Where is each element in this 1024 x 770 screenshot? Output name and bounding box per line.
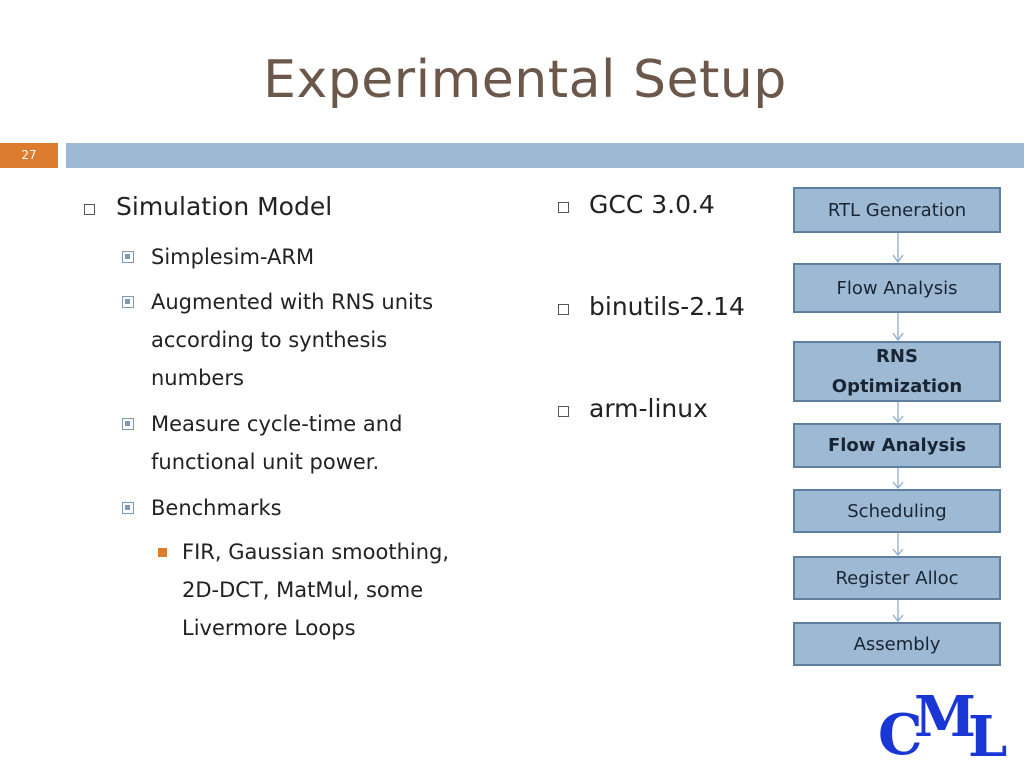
bullet-text: binutils-2.14	[589, 292, 745, 321]
down-arrow-icon	[892, 233, 904, 263]
header-band: 27	[0, 143, 1024, 168]
orange-square-bullet-icon	[158, 548, 167, 557]
bullet-text: arm-linux	[589, 394, 708, 423]
hollow-square-bullet-icon	[558, 406, 569, 417]
hollow-square-bullet-icon	[558, 202, 569, 213]
subbullet-text: functional unit power.	[151, 450, 380, 474]
flow-step-scheduling: Scheduling	[793, 489, 1001, 533]
down-arrow-icon	[892, 600, 904, 622]
bullet-text: GCC 3.0.4	[589, 190, 715, 219]
hollow-square-bullet-icon	[84, 204, 95, 215]
subbullet-text: Benchmarks	[151, 496, 282, 520]
flow-step-flow-analysis-bold: Flow Analysis	[793, 423, 1001, 468]
cml-logo: C M L	[872, 684, 1022, 770]
subsubbullet-text: Livermore Loops	[182, 616, 356, 640]
down-arrow-icon	[892, 313, 904, 341]
flow-step-assembly: Assembly	[793, 622, 1001, 666]
square-bullet-icon	[122, 418, 134, 430]
flow-step-register-alloc: Register Alloc	[793, 556, 1001, 600]
bullet-text: Simulation Model	[116, 192, 333, 221]
header-bar	[66, 143, 1024, 168]
subbullet-text: Measure cycle-time and	[151, 412, 403, 436]
subbullet-text: according to synthesis	[151, 328, 388, 352]
slide-number: 27	[0, 143, 58, 168]
flow-step-flow-analysis: Flow Analysis	[793, 263, 1001, 313]
logo-letter-c: C	[878, 702, 923, 768]
hollow-square-bullet-icon	[558, 304, 569, 315]
subbullet-text: Simplesim-ARM	[151, 245, 315, 269]
down-arrow-icon	[892, 533, 904, 556]
square-bullet-icon	[122, 502, 134, 514]
logo-letter-m: M	[914, 684, 976, 750]
subbullet-text: numbers	[151, 366, 244, 390]
square-bullet-icon	[122, 251, 134, 263]
square-bullet-icon	[122, 296, 134, 308]
down-arrow-icon	[892, 468, 904, 489]
slide-title: Experimental Setup	[263, 50, 787, 110]
subsubbullet-text: 2D-DCT, MatMul, some	[182, 578, 424, 602]
subsubbullet-text: FIR, Gaussian smoothing,	[182, 540, 450, 564]
logo-letter-l: L	[968, 704, 1008, 770]
flow-step-rns-optimization: RNS Optimization	[793, 341, 1001, 402]
subbullet-text: Augmented with RNS units	[151, 290, 434, 314]
flow-step-rtl-generation: RTL Generation	[793, 187, 1001, 233]
down-arrow-icon	[892, 402, 904, 423]
